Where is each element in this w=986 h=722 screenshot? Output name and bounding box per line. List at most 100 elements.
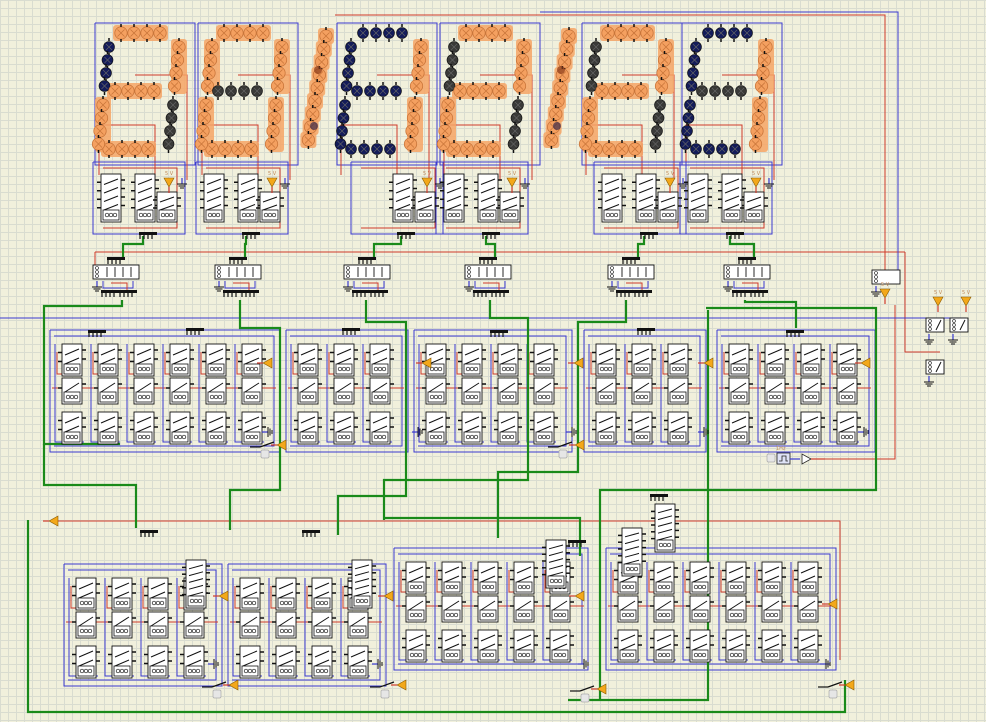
button-cap[interactable]: [558, 449, 568, 459]
relay[interactable]: [510, 595, 538, 623]
relay[interactable]: [758, 629, 786, 663]
relay[interactable]: [628, 377, 656, 405]
relay[interactable]: [761, 411, 789, 445]
relay[interactable]: [344, 645, 372, 679]
decoder-relay-7[interactable]: 5 V: [871, 269, 901, 304]
relay[interactable]: [200, 173, 228, 223]
relay[interactable]: [330, 411, 358, 445]
push-button[interactable]: [548, 439, 585, 459]
relay[interactable]: [651, 503, 679, 553]
relay[interactable]: [794, 629, 822, 663]
relay[interactable]: [632, 173, 660, 223]
clock-toggle-button[interactable]: [766, 453, 776, 463]
relay[interactable]: [330, 377, 358, 405]
relay[interactable]: [58, 411, 86, 445]
relay[interactable]: [628, 411, 656, 445]
relay[interactable]: [618, 527, 646, 577]
relay[interactable]: [794, 561, 822, 595]
relay[interactable]: [238, 411, 266, 445]
relay[interactable]: [272, 645, 300, 679]
relay[interactable]: [650, 595, 678, 623]
relay[interactable]: [402, 629, 430, 663]
relay[interactable]: [308, 611, 336, 639]
relay[interactable]: [182, 559, 210, 609]
relay[interactable]: [438, 561, 466, 595]
relay[interactable]: [272, 577, 300, 611]
relay[interactable]: [344, 611, 372, 639]
relay[interactable]: [402, 595, 430, 623]
relay[interactable]: [202, 377, 230, 405]
button-cap[interactable]: [260, 449, 270, 459]
push-button[interactable]: [818, 679, 855, 699]
relay[interactable]: [650, 561, 678, 595]
clock-generator-1hz[interactable]: 1Hz: [766, 446, 825, 465]
relay[interactable]: [510, 629, 538, 663]
relay[interactable]: [72, 611, 100, 639]
relay[interactable]: [166, 411, 194, 445]
relay[interactable]: [761, 343, 789, 377]
relay[interactable]: [797, 377, 825, 405]
relay[interactable]: [718, 173, 746, 223]
relay[interactable]: [294, 377, 322, 405]
relay[interactable]: [614, 629, 642, 663]
relay[interactable]: [166, 377, 194, 405]
relay[interactable]: [530, 343, 558, 377]
relay[interactable]: [494, 343, 522, 377]
relay[interactable]: [180, 645, 208, 679]
relay[interactable]: [422, 411, 450, 445]
button-cap[interactable]: [380, 689, 390, 699]
relay[interactable]: [94, 411, 122, 445]
relay[interactable]: [664, 343, 692, 377]
relay[interactable]: [650, 629, 678, 663]
relay[interactable]: [438, 595, 466, 623]
relay[interactable]: [797, 343, 825, 377]
latch-relay[interactable]: [925, 359, 945, 375]
relay[interactable]: [654, 191, 682, 223]
button-cap[interactable]: [212, 689, 222, 699]
decoder-relay-5[interactable]: [607, 257, 655, 297]
relay[interactable]: [546, 595, 574, 623]
relay[interactable]: [458, 411, 486, 445]
relay[interactable]: [130, 411, 158, 445]
relay[interactable]: [458, 377, 486, 405]
relay[interactable]: [366, 411, 394, 445]
relay[interactable]: [438, 629, 466, 663]
relay[interactable]: [130, 377, 158, 405]
relay[interactable]: [797, 411, 825, 445]
push-button[interactable]: [202, 679, 239, 699]
push-button[interactable]: [570, 683, 607, 703]
push-button[interactable]: [250, 439, 287, 459]
push-button[interactable]: [370, 679, 407, 699]
relay[interactable]: [794, 595, 822, 623]
button-cap[interactable]: [580, 693, 590, 703]
latch-relay[interactable]: [925, 317, 945, 333]
relay[interactable]: [366, 377, 394, 405]
relay[interactable]: [598, 173, 626, 223]
relay[interactable]: [761, 377, 789, 405]
relay[interactable]: [272, 611, 300, 639]
relay[interactable]: [166, 343, 194, 377]
relay[interactable]: [758, 561, 786, 595]
relay[interactable]: [97, 173, 125, 223]
relay[interactable]: [758, 595, 786, 623]
relay[interactable]: [94, 377, 122, 405]
relay[interactable]: [144, 577, 172, 611]
relay[interactable]: [108, 611, 136, 639]
relay[interactable]: [238, 377, 266, 405]
relay[interactable]: [153, 191, 181, 223]
relay[interactable]: [389, 173, 417, 223]
relay[interactable]: [686, 561, 714, 595]
relay[interactable]: [72, 577, 100, 611]
relay[interactable]: [725, 411, 753, 445]
relay[interactable]: [686, 629, 714, 663]
relay[interactable]: [130, 343, 158, 377]
relay[interactable]: [234, 173, 262, 223]
decoder-relay-6[interactable]: [723, 257, 771, 297]
relay[interactable]: [542, 539, 570, 589]
relay[interactable]: [546, 629, 574, 663]
relay[interactable]: [833, 377, 861, 405]
relay[interactable]: [530, 411, 558, 445]
relay[interactable]: [628, 343, 656, 377]
relay[interactable]: [614, 595, 642, 623]
